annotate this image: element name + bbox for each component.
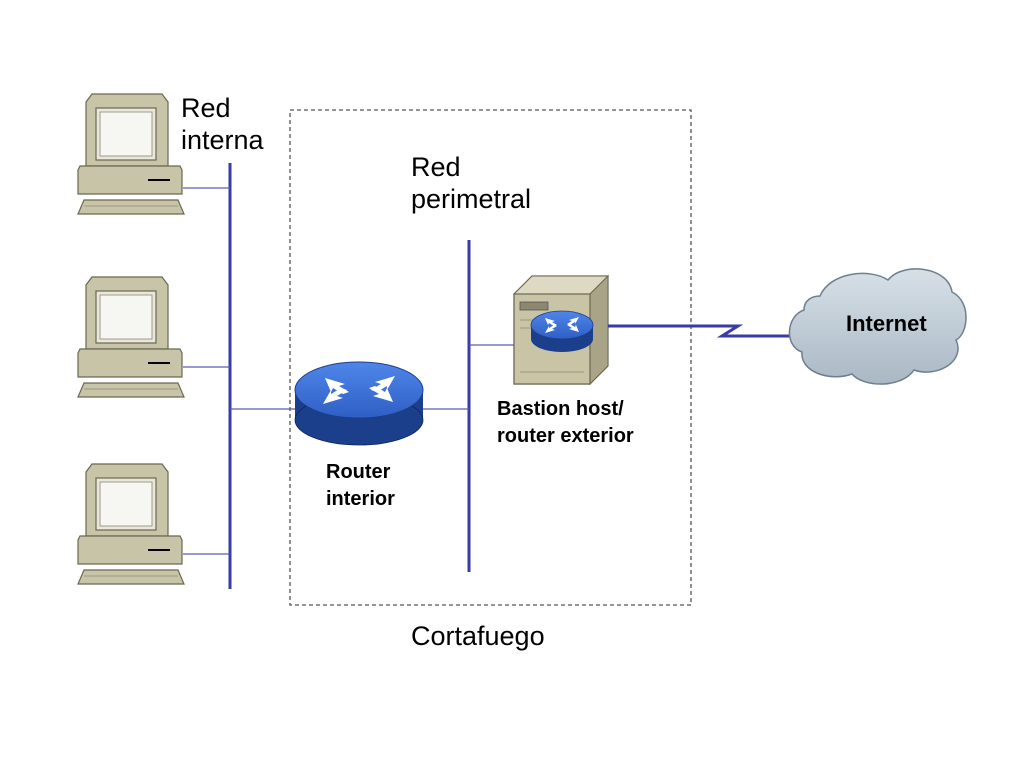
internal-network-label: Red interna <box>181 92 264 156</box>
internet-cloud-icon <box>788 268 967 385</box>
internet-label: Internet <box>846 311 927 336</box>
bastion-server-icon <box>512 274 610 386</box>
internal-network-label-line2: interna <box>181 125 264 155</box>
bastion-host-label-line2: router exterior <box>497 425 634 447</box>
perimeter-network-label-line2: perimetral <box>411 184 532 214</box>
perimeter-network-label-line1: Red <box>411 152 461 182</box>
bastion-host-label: Bastion host/ router exterior <box>497 396 634 450</box>
internal-network-label-line1: Red <box>181 93 231 123</box>
internet-link <box>608 324 790 338</box>
router-interior-label-line2: interior <box>326 488 395 510</box>
bastion-host-label-line1: Bastion host/ <box>497 398 624 420</box>
router-icon <box>294 361 424 446</box>
perimeter-network-label: Red perimetral <box>411 151 531 215</box>
computer-icon <box>77 463 185 585</box>
router-interior-label-line1: Router <box>326 461 391 483</box>
computer-icon <box>77 276 185 398</box>
router-interior-label: Router interior <box>326 459 395 513</box>
firewall-label: Cortafuego <box>411 621 545 651</box>
computer-icon <box>77 93 185 215</box>
